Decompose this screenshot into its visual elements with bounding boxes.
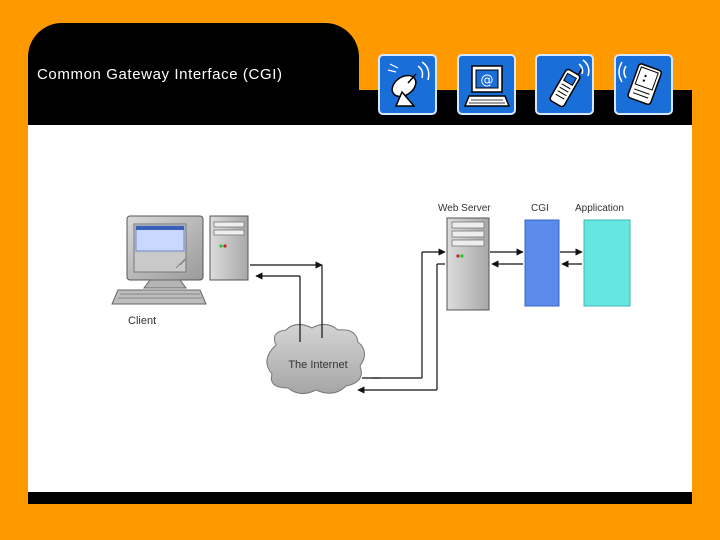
application-block xyxy=(583,219,631,307)
internet-cloud xyxy=(266,324,365,394)
mobile-phone-icon[interactable] xyxy=(535,54,594,115)
satellite-dish-icon[interactable] xyxy=(378,54,437,115)
client-label: Client xyxy=(128,315,156,327)
slide-title: Common Gateway Interface (CGI) xyxy=(37,66,283,83)
client-computer xyxy=(111,215,249,305)
cgi-label: CGI xyxy=(531,203,549,214)
server-cgi-app-links xyxy=(490,248,583,268)
client-internet-links xyxy=(250,261,323,342)
internet-webserver-links xyxy=(357,248,446,394)
email-computer-icon[interactable]: @ xyxy=(457,54,516,115)
internet-label: The Internet xyxy=(288,359,347,371)
web-server-label: Web Server xyxy=(438,203,491,214)
pda-device-icon[interactable] xyxy=(614,54,673,115)
svg-text:@: @ xyxy=(481,73,494,88)
web-server xyxy=(446,217,490,311)
bottom-bar xyxy=(28,492,692,504)
application-label: Application xyxy=(575,203,624,214)
cgi-block xyxy=(524,219,560,307)
diagram-canvas xyxy=(28,125,692,492)
